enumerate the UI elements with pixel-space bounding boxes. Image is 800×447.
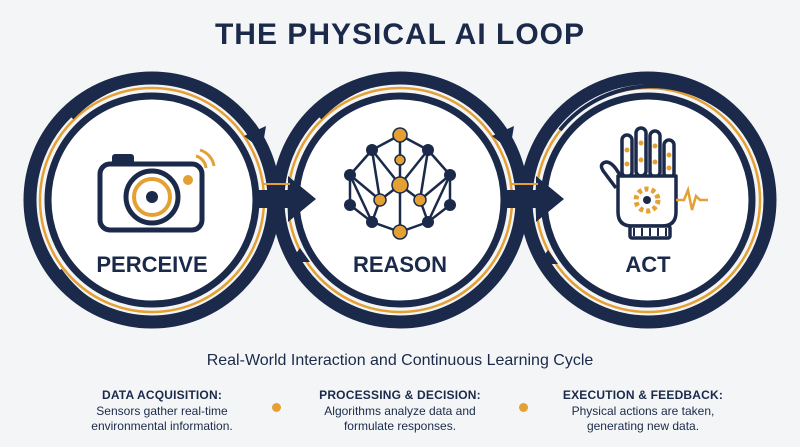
- detail-text-line: formulate responses.: [343, 419, 457, 433]
- detail-text-line: Physical actions are taken,: [571, 404, 715, 418]
- page-title: THE PHYSICAL AI LOOP: [214, 18, 586, 51]
- detail-execution-feedback: EXECUTION & FEEDBACK: Physical actions a…: [528, 388, 758, 434]
- stage-label-perceive: PERCEIVE: [96, 252, 207, 277]
- cycle-subtitle: Real-World Interaction and Continuous Le…: [206, 352, 594, 369]
- detail-text: Physical actions are taken, generating n…: [528, 404, 758, 434]
- camera-icon: [97, 148, 216, 233]
- stage-label-reason: REASON: [353, 252, 447, 277]
- detail-heading: PROCESSING & DECISION:: [319, 388, 481, 402]
- detail-text-line: Algorithms analyze data and: [324, 404, 476, 418]
- return-arrow-2: [538, 250, 588, 302]
- separator-dot: [272, 403, 281, 412]
- detail-heading: EXECUTION & FEEDBACK:: [562, 388, 724, 402]
- detail-processing-decision: PROCESSING & DECISION: Algorithms analyz…: [285, 388, 515, 434]
- separator-dot: [519, 403, 528, 412]
- detail-text-line: generating new data.: [586, 419, 700, 433]
- return-arrow-3: [58, 268, 151, 324]
- forward-arrow-1: [258, 176, 316, 222]
- detail-data-acquisition: DATA ACQUISITION: Sensors gather real-ti…: [47, 388, 277, 434]
- robotic-hand-icon: [599, 126, 708, 240]
- forward-arrow-2: [506, 176, 564, 222]
- return-arrow-1: [290, 248, 340, 302]
- neural-network-icon: [344, 127, 456, 240]
- detail-text: Sensors gather real-time environmental i…: [47, 404, 277, 434]
- detail-text: Algorithms analyze data and formulate re…: [285, 404, 515, 434]
- detail-text-line: Sensors gather real-time: [96, 404, 228, 418]
- detail-text-line: environmental information.: [91, 419, 233, 433]
- stage-label-act: ACT: [625, 252, 671, 277]
- detail-heading: DATA ACQUISITION:: [101, 388, 223, 402]
